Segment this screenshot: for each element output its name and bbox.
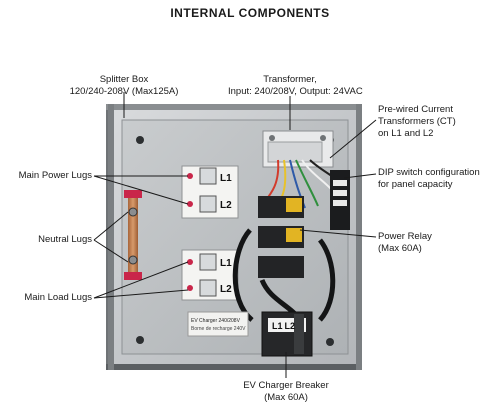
label-splitter-box: Splitter Box 120/240-208V (Max125A) <box>62 74 186 98</box>
label-transformer: Transformer, Input: 240/208V, Output: 24… <box>228 74 363 98</box>
label-main-load-lugs: Main Load Lugs <box>24 292 92 303</box>
lug-label-l1-top: L1 <box>220 173 232 184</box>
splitter-box-line-2: 120/240-208V (Max125A) <box>69 86 179 97</box>
ct-line-1: Pre-wired Current <box>378 104 453 115</box>
label-dip-switch: DIP switch configuration for panel capac… <box>378 167 480 191</box>
main-load-lug-block <box>181 249 239 301</box>
dip-switch-board <box>330 170 350 230</box>
main-power-lug-block <box>181 165 239 219</box>
ev-breaker-line-1: EV Charger Breaker <box>243 380 329 391</box>
splitter-box-line-1: Splitter Box <box>99 74 149 85</box>
lug-label-l2-top: L2 <box>220 200 232 211</box>
transformer <box>262 130 334 168</box>
transformer-line-1: Transformer, <box>263 74 317 85</box>
label-ev-charger-breaker: EV Charger Breaker (Max 60A) <box>226 380 346 404</box>
ev-charger-sticker <box>187 311 249 337</box>
ev-breaker-line-2: (Max 60A) <box>264 392 308 403</box>
label-current-transformers: Pre-wired Current Transformers (CT) on L… <box>378 104 456 140</box>
lug-label-l2-bot: L2 <box>220 284 232 295</box>
ct-line-2: Transformers (CT) <box>378 116 456 127</box>
ev-sticker-line-1: EV Charger 240/208V <box>191 318 241 324</box>
power-relays <box>258 196 304 278</box>
label-power-relay: Power Relay (Max 60A) <box>378 231 432 255</box>
label-neutral-lugs: Neutral Lugs <box>38 234 92 245</box>
lug-label-l1-bot: L1 <box>220 258 232 269</box>
power-relay-line-2: (Max 60A) <box>378 243 422 254</box>
dip-line-1: DIP switch configuration <box>378 167 480 178</box>
ev-sticker-line-2: Borne de recharge 240V <box>191 326 246 332</box>
ev-charger-breaker <box>261 311 313 357</box>
label-main-power-lugs: Main Power Lugs <box>18 170 92 181</box>
power-relay-line-1: Power Relay <box>378 231 432 242</box>
page-title: INTERNAL COMPONENTS <box>170 6 330 20</box>
dip-line-2: for panel capacity <box>378 179 453 190</box>
neutral-bus-bar <box>124 190 142 280</box>
leader-lines <box>93 92 377 378</box>
ct-line-3: on L1 and L2 <box>378 128 434 139</box>
transformer-line-2: Input: 240/208V, Output: 24VAC <box>228 86 363 97</box>
